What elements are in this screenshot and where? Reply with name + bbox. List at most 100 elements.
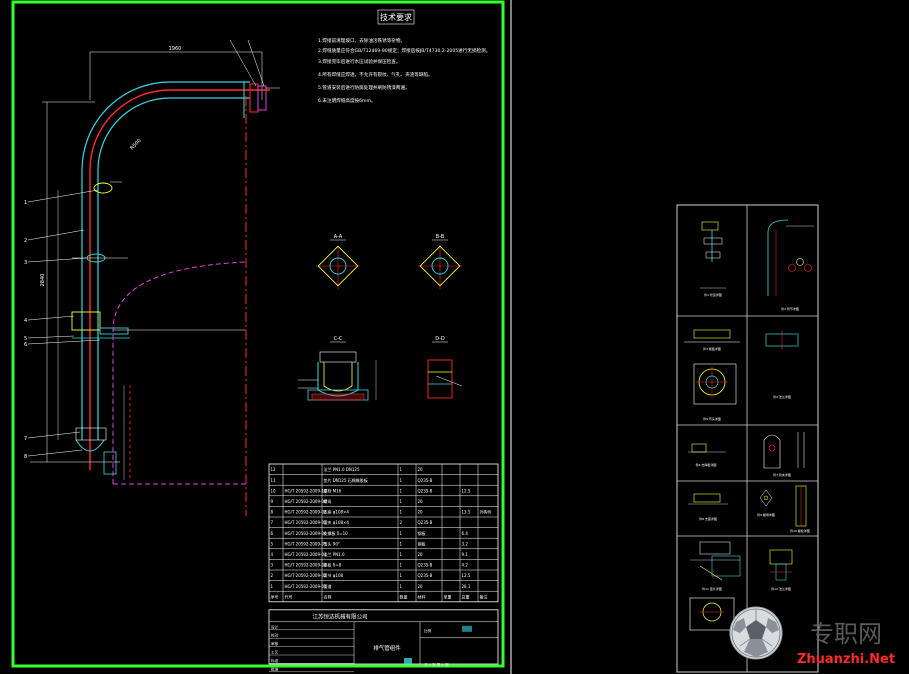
note-line: 4.所有焊缝应焊透，不允许有裂纹、气孔、夹渣等缺陷。 [318,71,433,78]
bom-cell: 支撑板 δ=10 [324,530,349,536]
svg-text:件10 螺栓详图: 件10 螺栓详图 [790,528,810,533]
bom-cell: 法兰 PN1.0 DN125 [324,466,360,472]
detail-panel: 件12 法兰详图 [769,549,793,591]
svg-text:件2 筒节详图: 件2 筒节详图 [781,306,799,311]
detail-sheet: 件1 管道详图 件2 筒节详图 件3 筋板详图 件4 法兰详图 [676,204,819,673]
bom-cell: 1 [400,478,403,483]
svg-text:件11 垫片详图: 件11 垫片详图 [702,586,722,591]
svg-text:件3 筋板详图: 件3 筋板详图 [703,346,721,351]
detail-panel: 件3 筋板详图 [684,329,740,351]
bom-cell: 12.5 [462,488,471,493]
bom-cell: 20 [418,584,424,589]
sign-row-label: 设计 [271,624,279,629]
bom-cell: Q235-B [418,563,433,568]
bom-cell: 1 [400,531,403,536]
bom-cell: 9 [271,499,274,504]
bom-cell: 1 [400,573,403,578]
bom-cell: HG/T 20592-2009-01 [285,584,328,589]
svg-text:C-C: C-C [334,336,343,342]
detail-panel: 件9 螺母详图 [757,489,775,517]
soccer-ball-logo [729,606,783,660]
bom-cell: 1 [400,510,403,515]
bom-cell: 管夹 φ108×4 [324,519,350,525]
section-bb: B-B [418,234,462,290]
note-line: 2.焊缝质量应符合GB/T12469-90规定；焊接后按JB/T4730.2-2… [318,47,490,54]
bom-cell: 1 [400,541,403,546]
bom-header-cell: 序号 [271,593,279,599]
note-line: 6.未注明焊缝高度按6mm。 [318,97,376,104]
bom-cell: Q235-B [418,520,433,525]
svg-text:A-A: A-A [334,234,343,240]
svg-text:件8 支座详图: 件8 支座详图 [699,516,717,521]
watermark: 专职网 Zhuanzhi.Net [729,606,895,667]
svg-text:B-B: B-B [436,234,445,240]
bom-cell: 11 [271,478,277,483]
detail-panel: 件11 垫片详图 [690,541,741,591]
detail-panel: 件10 螺栓详图 [790,485,810,533]
bom-cell: Q235-B [418,478,433,483]
pipe-elevation-view: 1960 2840 R500 [24,39,280,475]
drawing-name: 排气管组件 [373,644,401,652]
bom-cell: 1 [400,552,403,557]
bom-cell: HG/T 20592-2009-04 [285,552,328,557]
sign-row-label: 工艺 [271,650,279,655]
bom-header-cell: 材料 [418,593,426,599]
svg-text:件7 管夹详图: 件7 管夹详图 [773,472,791,477]
bom-cell: 3.2 [462,541,469,546]
detail-sheet-frame [676,204,819,673]
part-callouts [27,189,101,457]
sign-row-label: 标准 [271,658,279,663]
main-drawing-sheet [11,0,512,674]
bom-header-cell: 总重 [462,593,470,599]
section-aa: A-A [316,234,360,290]
tank-outline [112,96,247,516]
bom-header-cell: 名称 [324,593,332,599]
callout-number: 5 [24,336,27,342]
svg-text:件6 支撑板详图: 件6 支撑板详图 [696,462,717,467]
bom-cell: 9.1 [462,552,469,557]
title-block-frame [268,609,499,665]
bom-cell: 12.5 [462,573,471,578]
note-line: 3.焊接完毕后进行水压试验并保压检查。 [318,58,400,65]
bom-cell: 28.1 [462,584,471,589]
callout-number: 8 [24,454,27,460]
note-line: 5.管道安装后进行防腐处理并刷防锈漆两遍。 [318,84,410,91]
watermark-cn: 专职网 [810,620,882,648]
bom-header-cell: 备注 [480,593,488,599]
dim-bend-radius: R500 [129,138,142,151]
title-block-marker [404,658,412,664]
scale-label: 比例 [424,628,432,633]
callout-number: 3 [24,260,27,266]
bom-cell: HG/T 20592-2009-07 [285,520,328,525]
sign-row-label: 批准 [271,666,279,671]
bom-cell: 弯头 90° [324,540,340,546]
bom-cell: 1 [271,584,274,589]
title-block-marker [462,625,472,632]
bom-cell: 4 [271,552,274,557]
detail-panel: 件8 支座详图 [688,493,728,521]
bom-cell: 外购件 [480,509,492,515]
bom-header-cell: 代号 [285,593,293,599]
bom-cell: Q235-B [418,488,433,493]
bom-cell: 20 [418,467,424,472]
bom-cell: 1 [400,563,403,568]
svg-text:件5 弯头详图: 件5 弯头详图 [703,416,721,421]
svg-text:件4 法兰详图: 件4 法兰详图 [773,394,791,399]
technical-notes: 技术要求 1.焊接前清理坡口，去除油污铁锈等杂物。 2.焊缝质量应符合GB/T1… [318,9,490,104]
bom-cell: 螺母 [324,498,332,504]
bom-cell: 钢板 [418,530,426,536]
detail-panel: 件2 筒节详图 [767,219,814,311]
bom-cell: 20 [418,499,424,504]
detail-panel: 件6 支撑板详图 [688,443,726,467]
bom-cell: HG/T 20592-2009-03 [285,563,328,568]
notes-title: 技术要求 [380,12,412,22]
bom-cell: 钢板 [418,540,426,546]
bom-cell: 3 [271,563,274,568]
bom-cell: 12 [271,467,277,472]
bom-cell: 垫片 DN125 石棉橡胶板 [324,477,368,483]
svg-text:件12 法兰详图: 件12 法兰详图 [771,586,791,591]
callout-number: 7 [24,436,27,442]
callout-number: 4 [24,318,27,324]
bom-table [268,463,499,603]
